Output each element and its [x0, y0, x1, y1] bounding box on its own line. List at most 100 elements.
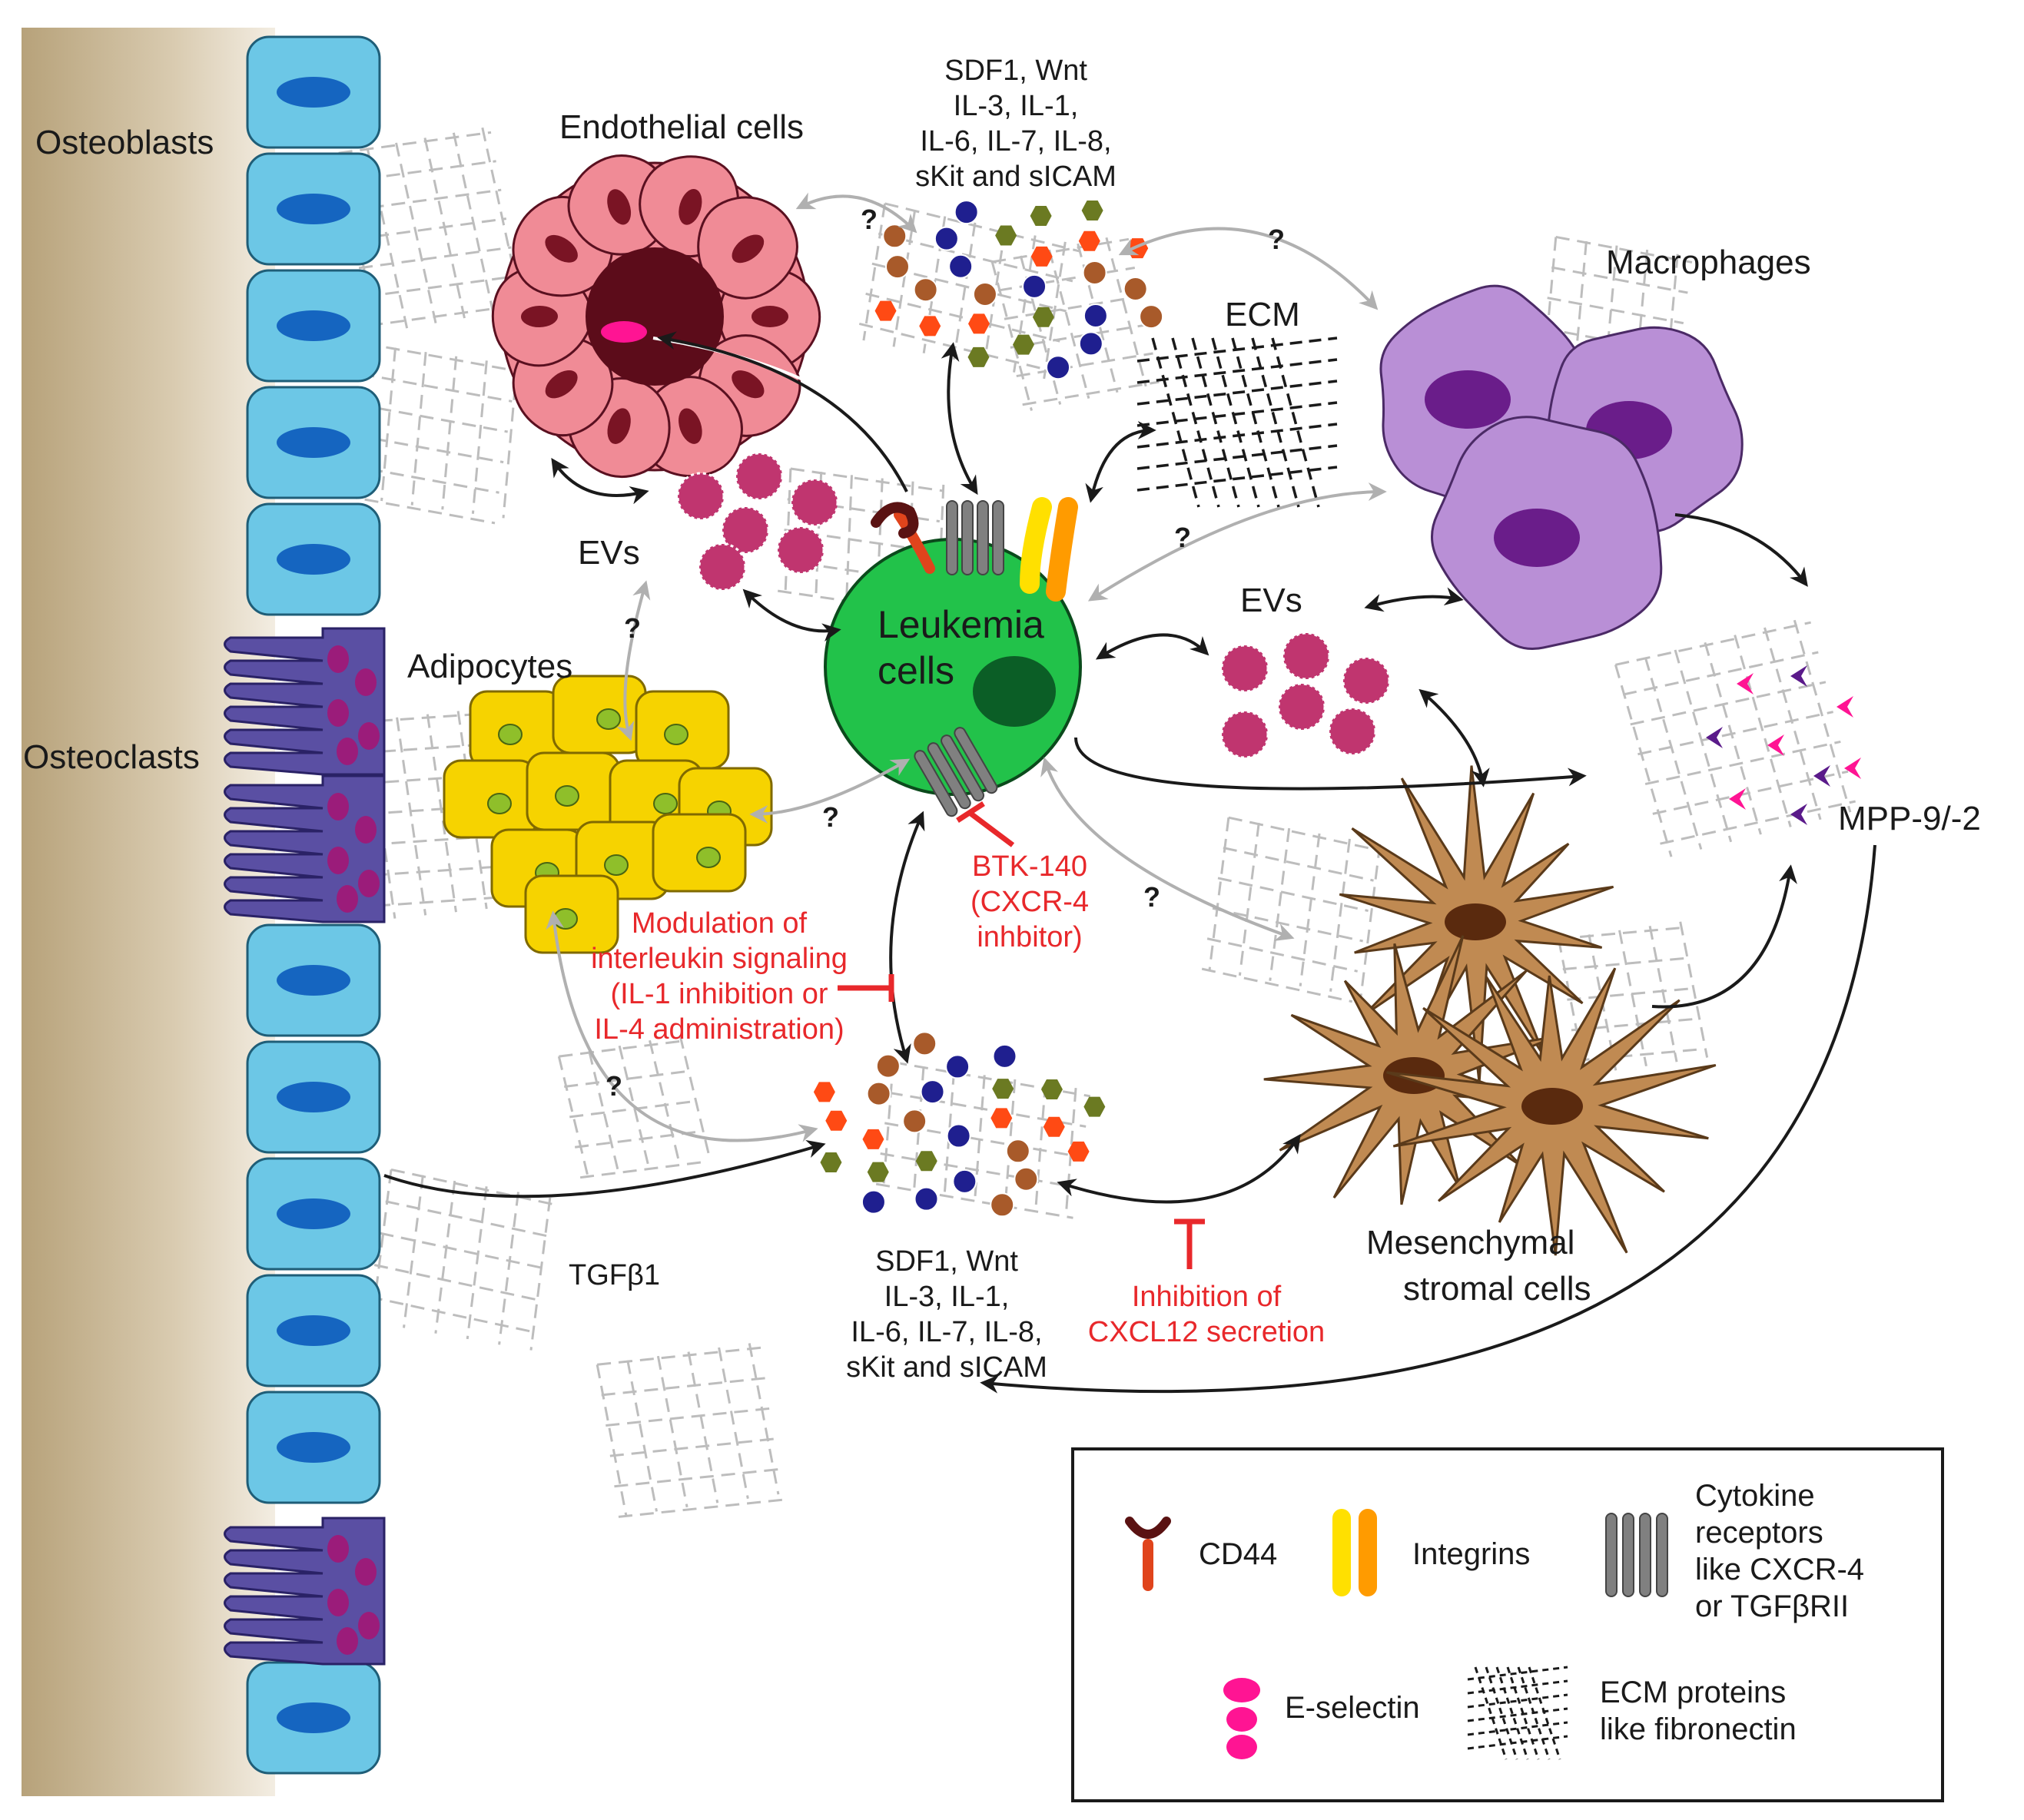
- btk-label-line2: (CXCR-4: [971, 886, 1089, 918]
- osteoclast-cell: [224, 774, 386, 923]
- adipocyte-nucleus: [604, 854, 629, 876]
- osteoblast-nucleus: [277, 427, 350, 458]
- cytokine-receptor: [977, 500, 989, 575]
- cytokine-molecule: [967, 313, 990, 334]
- osteoclast-nucleus: [327, 699, 349, 727]
- osteoblasts-label: Osteoblasts: [35, 124, 214, 161]
- ev-vesicle: [698, 542, 747, 592]
- mesh-line: [1648, 926, 1678, 1062]
- legend-ecm-icon: [1467, 1693, 1568, 1709]
- ecm-label: ECM: [1225, 296, 1300, 333]
- mesh-patch: [1201, 816, 1382, 1003]
- mesh-line: [441, 356, 458, 510]
- mesh-line: [1551, 266, 1688, 294]
- ecm-fiber: [1211, 337, 1260, 508]
- cytokine-molecule: [948, 254, 974, 279]
- ecm-fiber: [1136, 401, 1338, 427]
- cytokine-molecule: [1022, 273, 1047, 299]
- osteoblast-nucleus: [277, 1702, 350, 1733]
- legend-cytokine-line1: Cytokine: [1695, 1479, 1815, 1513]
- endothelial-nucleus: [607, 408, 631, 444]
- mmp-enzyme: [1813, 765, 1830, 787]
- mesh-line: [845, 475, 853, 598]
- leukemia-nucleus: [973, 656, 1056, 727]
- cytokine-molecule: [1030, 246, 1053, 267]
- cytokine-molecule: [972, 282, 997, 307]
- mesh-line: [466, 1186, 488, 1340]
- endothelial-nucleus: [607, 189, 632, 225]
- mesh-line: [1764, 627, 1822, 820]
- cytokine-molecule: [946, 1123, 971, 1149]
- mesh-line: [1299, 833, 1321, 986]
- ev-vesicle: [1328, 707, 1377, 756]
- cytokine-receptor: [914, 750, 958, 817]
- mesh-line: [529, 1197, 552, 1351]
- interaction-arrow: [657, 331, 908, 492]
- cd44-head: [871, 502, 919, 539]
- cytokine-molecule: [1012, 334, 1034, 355]
- mesh-line: [748, 1343, 780, 1495]
- mesh-line: [1206, 937, 1358, 973]
- adipocyte-nucleus: [555, 785, 579, 807]
- interaction-arrow: [1418, 688, 1490, 787]
- mesh-line: [369, 303, 522, 327]
- mmp-enzyme: [1844, 758, 1861, 779]
- mesh-line: [1630, 681, 1827, 726]
- cytokine-molecule: [992, 1079, 1014, 1099]
- mesh-line: [569, 1100, 692, 1119]
- legend-receptor-icon: [1622, 1513, 1634, 1597]
- cytokine-molecule: [945, 1054, 971, 1079]
- ecm-fiber: [1136, 380, 1338, 406]
- cytokine-molecule: [915, 1151, 937, 1172]
- ecm-mesh: [1136, 336, 1338, 508]
- osteoclast-nucleus: [358, 722, 380, 750]
- leukemia-label-line1: Leukemia: [878, 603, 1044, 646]
- osteoclast-nucleus: [327, 645, 349, 673]
- ecm-fiber: [1136, 444, 1338, 470]
- ev-vesicle: [1220, 644, 1269, 693]
- endothelial-nucleus: [752, 306, 788, 327]
- legend-cytokine-line3: like CXCR-4: [1695, 1553, 1864, 1586]
- mesh-line: [1660, 800, 1856, 845]
- mesh-line: [410, 352, 427, 506]
- cytokine-molecule: [1081, 200, 1103, 220]
- mesh-line: [380, 347, 397, 502]
- mesh-line: [343, 494, 496, 525]
- osteoclast-nucleus: [358, 1612, 380, 1639]
- adipocyte-nucleus: [664, 724, 688, 745]
- legend-eselectin-icon: [1226, 1707, 1257, 1732]
- legend-cytokine-line2: receptors: [1695, 1516, 1823, 1550]
- mesh-line: [990, 261, 1033, 411]
- integrin-alpha: [1020, 497, 1052, 594]
- msc-nucleus: [1445, 903, 1506, 940]
- mesh-line: [1547, 297, 1684, 325]
- interaction-arrow: [941, 342, 978, 496]
- legend-cd44-label: CD44: [1199, 1537, 1277, 1571]
- mesh-line: [609, 1437, 778, 1457]
- ecm-fiber: [1271, 337, 1320, 508]
- leukemia-cell: [824, 497, 1082, 817]
- interaction-arrow: [1095, 633, 1209, 660]
- cytokine-molecule: [1046, 355, 1071, 380]
- interaction-arrow: [1087, 482, 1387, 602]
- legend-ecm-icon: [1467, 1666, 1568, 1681]
- osteoclast-nucleus: [355, 1558, 377, 1586]
- bone-lining-cells: [224, 35, 386, 1775]
- mesh-line: [1734, 635, 1792, 827]
- mesh-line: [1048, 249, 1090, 399]
- osteoclast-cell: [224, 1517, 386, 1666]
- cytokine-molecule: [874, 300, 897, 321]
- adipocyte-nucleus: [487, 793, 512, 814]
- cytokine-molecule: [1078, 230, 1100, 251]
- mesh-line: [858, 322, 1054, 373]
- legend-icons: [1125, 1509, 1668, 1760]
- cytokine-molecule: [913, 277, 938, 303]
- osteoclast-nucleus: [355, 816, 377, 844]
- mesenchymal-stromal-cells: [1263, 765, 1717, 1256]
- msc-nucleus: [1521, 1088, 1583, 1125]
- osteoblast-nucleus: [277, 1315, 350, 1346]
- osteoclast-nucleus: [337, 738, 358, 765]
- mesh-line: [363, 274, 517, 298]
- msc-label-line2: stromal cells: [1403, 1270, 1591, 1308]
- mesh-line: [1022, 380, 1160, 406]
